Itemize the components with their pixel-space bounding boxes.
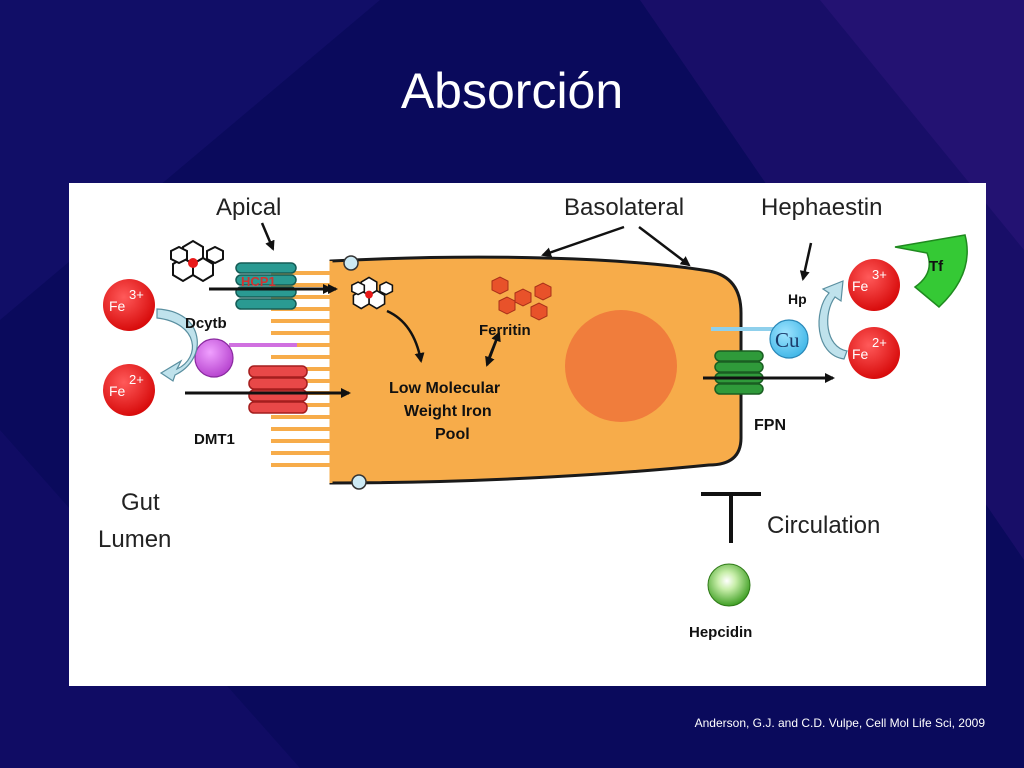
dmt1-transporter [248,365,308,414]
hephaestin-label: Hephaestin [761,194,882,221]
apical-arrow [260,222,275,251]
transferrin-shape [894,234,968,309]
nucleus [565,310,677,422]
hcp1-transporter [235,262,297,310]
iron-absorption-figure: HCP1 Fe 3+ Fe 2+ [69,183,986,686]
hepcidin-molecule [707,563,751,607]
fpn-label: FPN [754,417,786,434]
lmw-pool-label-line1: Low Molecular [389,380,500,397]
ferritin-label: Ferritin [479,322,531,339]
hp-label: Hp [788,291,807,307]
basolateral-label: Basolateral [564,194,684,221]
cu-hephaestin [769,319,809,359]
circulation-label: Circulation [767,512,880,539]
heme-intracellular-icon [351,276,394,310]
hcp1-label: HCP1 [241,274,276,289]
tf-label: Tf [929,258,944,275]
svg-text:Fe: Fe [852,346,869,362]
reduction-arrow [156,308,198,382]
svg-text:3+: 3+ [129,287,144,302]
heme-icon [170,239,224,283]
tight-junction-top [343,255,359,271]
slide-title: Absorción [400,63,624,119]
svg-text:2+: 2+ [872,335,887,350]
fe3-ion-lumen: Fe 3+ [103,279,155,331]
ferritin-cluster [491,276,552,321]
dcytb-label: Dcytb [185,315,227,332]
basolateral-arrow-right [638,226,691,267]
hephaestin-arrow [799,242,813,281]
lmw-pool-label-line2: Weight Iron [404,403,492,420]
fe2-ion-lumen: Fe 2+ [103,364,155,416]
cu-label: Cu [775,328,800,352]
fe2-ion-circulation: Fe 2+ [848,327,900,379]
svg-text:3+: 3+ [872,267,887,282]
gut-lumen-label-line2: Lumen [98,526,171,553]
fpn-transporter [714,350,764,395]
basolateral-arrow-left [541,225,625,258]
tight-junction-bottom [351,474,367,490]
oxidation-arrow [818,280,848,360]
heme-to-pool-arrow [386,309,425,363]
fe3-ion-circulation: Fe 3+ [848,259,900,311]
dcytb-enzyme [194,338,234,378]
svg-text:Fe: Fe [109,298,126,314]
ferritin-exchange-arrow-down [485,332,501,367]
svg-text:Fe: Fe [852,278,869,294]
apical-label: Apical [216,194,281,221]
iron-absorption-diagram: HCP1 Fe 3+ Fe 2+ [98,194,968,641]
hepcidin-label: Hepcidin [689,624,752,641]
svg-text:2+: 2+ [129,372,144,387]
dmt1-label: DMT1 [194,431,235,448]
lmw-pool-label-line3: Pool [435,426,470,443]
gut-lumen-label-line1: Gut [121,489,160,516]
svg-text:Fe: Fe [109,383,126,399]
citation: Anderson, G.J. and C.D. Vulpe, Cell Mol … [694,716,985,730]
